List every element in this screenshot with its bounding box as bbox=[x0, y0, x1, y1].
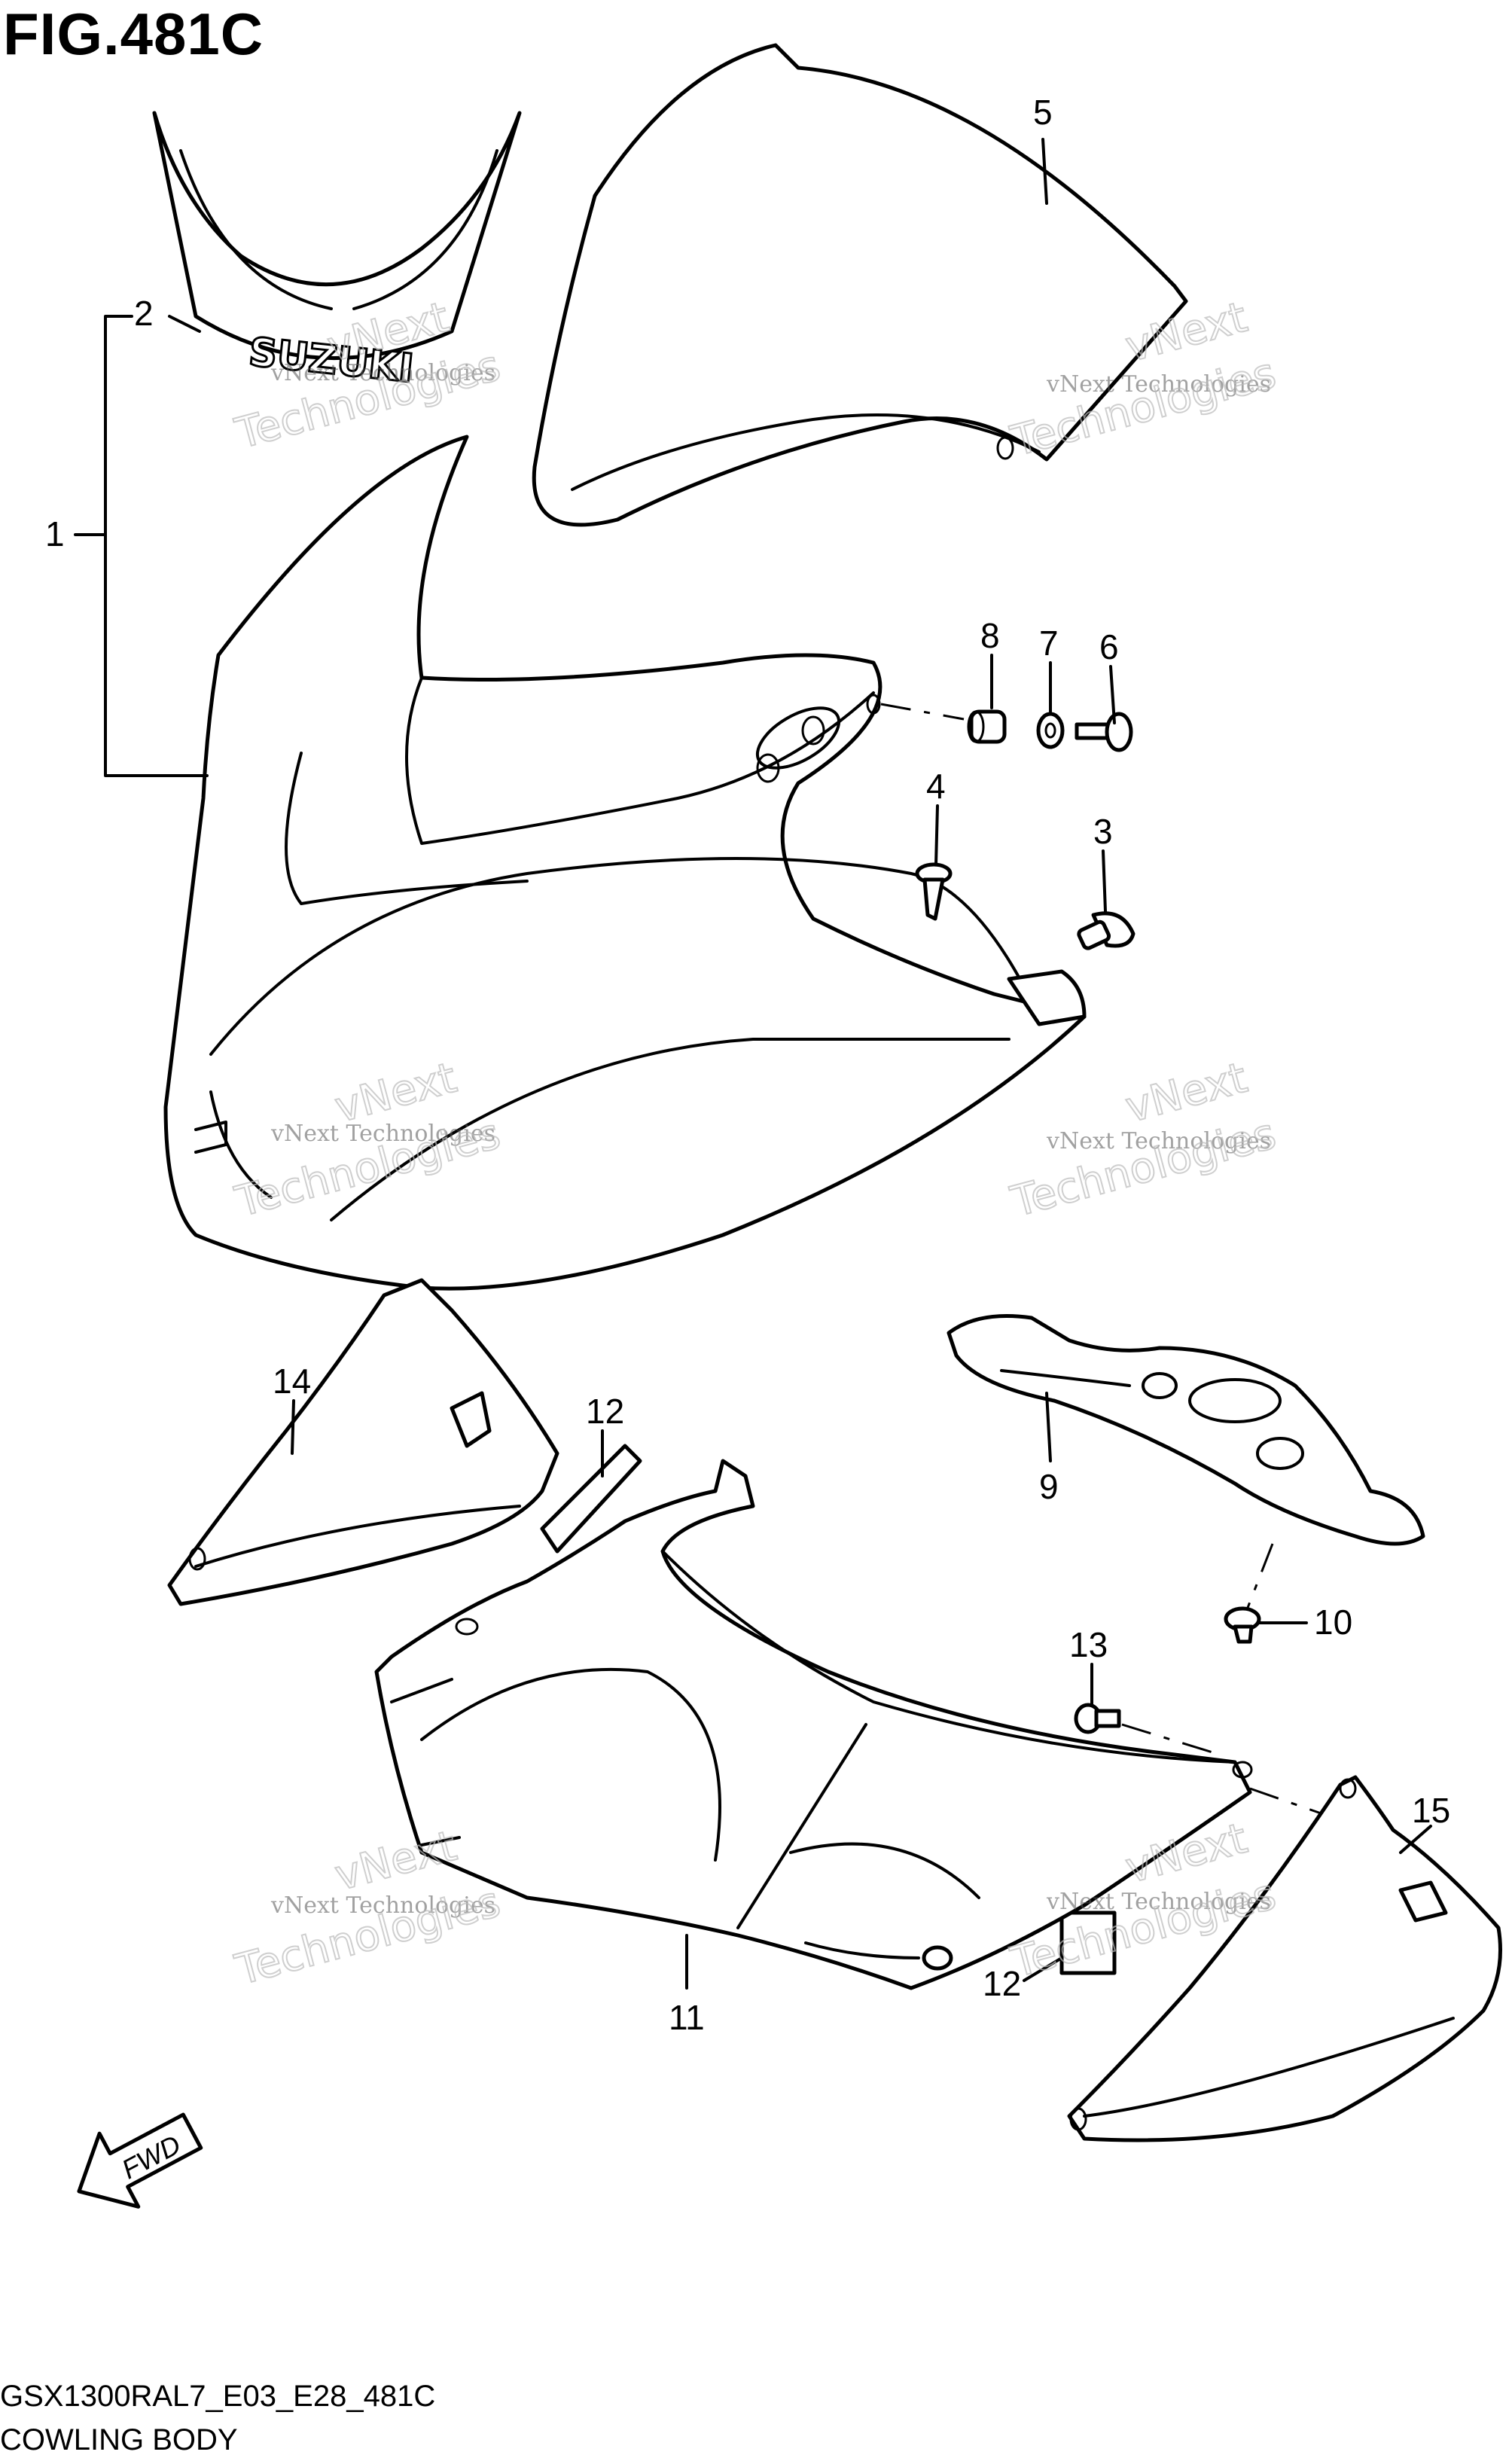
part-10-clip bbox=[1224, 1606, 1261, 1644]
model-code: GSX1300RAL7_E03_E28_481C bbox=[0, 2380, 436, 2413]
svg-text:vNext Technologies: vNext Technologies bbox=[1046, 1889, 1271, 1915]
part-3-screw bbox=[1077, 911, 1136, 950]
svg-text:vNext Technologies: vNext Technologies bbox=[1046, 1128, 1271, 1154]
fwd-arrow-icon: FWD bbox=[77, 2112, 203, 2209]
part-4-screw bbox=[915, 862, 953, 921]
section-name: COWLING BODY bbox=[0, 2423, 238, 2456]
svg-text:vNext Technologies: vNext Technologies bbox=[1046, 371, 1271, 398]
callout-8: 8 bbox=[980, 616, 1000, 655]
callout-labels: 1 2 3 4 5 6 7 8 9 10 11 12 12 13 14 15 bbox=[45, 93, 1450, 2037]
svg-text:vNext Technologies: vNext Technologies bbox=[270, 1892, 495, 1919]
callout-1: 1 bbox=[45, 514, 65, 553]
part-2-emblem: SUZUKI bbox=[152, 111, 522, 393]
callout-7: 7 bbox=[1039, 624, 1059, 663]
part-6-bolt bbox=[1075, 712, 1133, 752]
part-15-side-panel-right bbox=[1067, 1775, 1502, 2142]
part-9-inner-bracket bbox=[947, 1314, 1425, 1546]
part-13-bolt bbox=[1074, 1703, 1121, 1734]
part-7-washer bbox=[1036, 712, 1065, 749]
svg-text:vNext Technologies: vNext Technologies bbox=[270, 1121, 495, 1147]
callout-2: 2 bbox=[134, 294, 154, 333]
callout-4: 4 bbox=[926, 767, 946, 806]
callout-15: 15 bbox=[1412, 1791, 1450, 1830]
callout-3: 3 bbox=[1093, 812, 1113, 851]
leader-lines bbox=[291, 138, 1432, 1990]
callout-12-lower: 12 bbox=[983, 1964, 1021, 2003]
svg-text:vNext Technologies: vNext Technologies bbox=[270, 360, 495, 386]
callout-12-upper: 12 bbox=[586, 1392, 624, 1431]
figure-title: FIG.481C bbox=[3, 1, 264, 67]
callout-5: 5 bbox=[1033, 93, 1053, 132]
part-14-side-panel-left bbox=[167, 1278, 559, 1606]
part-12-pad-lower bbox=[1059, 1911, 1117, 1975]
part-11-lower-cowling bbox=[374, 1459, 1253, 1990]
part-8-collar bbox=[967, 709, 1007, 744]
part-5-windscreen bbox=[532, 43, 1188, 527]
part-12-pad-upper bbox=[540, 1444, 642, 1554]
callout-9: 9 bbox=[1039, 1467, 1059, 1506]
svg-text:vNext: vNext bbox=[330, 1822, 462, 1901]
callout-bracket-1-2 bbox=[74, 315, 209, 777]
callout-10: 10 bbox=[1314, 1603, 1352, 1642]
callout-6: 6 bbox=[1099, 627, 1119, 666]
callout-14: 14 bbox=[273, 1362, 311, 1401]
part-1-upper-cowling bbox=[163, 435, 1087, 1291]
watermark-mid-right: vNext Technologies vNext Technologies bbox=[1005, 1053, 1282, 1228]
callout-11: 11 bbox=[669, 1998, 705, 2037]
callout-13: 13 bbox=[1069, 1625, 1108, 1664]
